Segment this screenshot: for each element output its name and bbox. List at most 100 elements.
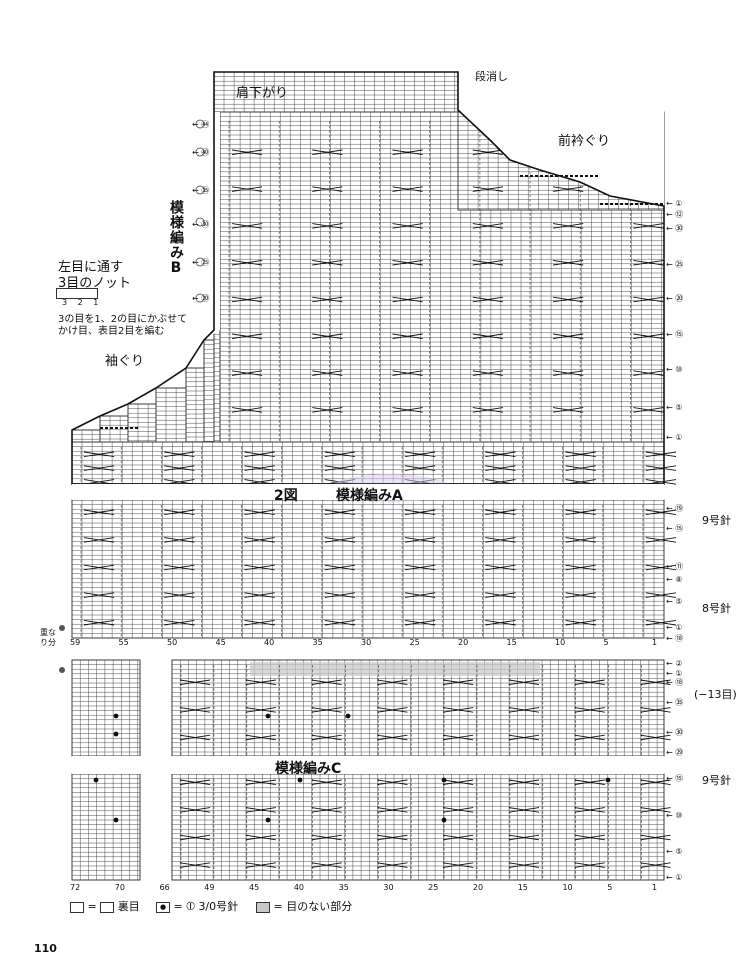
axis-tick-label: 5	[607, 883, 613, 892]
bobble-dot-10	[441, 817, 447, 823]
grid-pattern-c	[71, 659, 665, 881]
legend-bobble-row: ● = ⦶ 3/0号針	[156, 898, 238, 914]
axis-tick-label: 25	[428, 883, 439, 892]
axis-tick-label: 70	[114, 883, 125, 892]
label-needle-9-upper: 9号針	[702, 514, 731, 527]
knot-symbol-numbers: 3 2 1	[62, 298, 103, 307]
bobble-dot-5	[441, 777, 447, 783]
axis-tick-label: 45	[215, 638, 226, 647]
c-bot-left-lines	[71, 773, 140, 881]
purl-marks	[80, 505, 644, 637]
knot-desc-1: 3の目を1、2の目にかぶせて	[58, 314, 188, 325]
bobble-dot-6	[605, 777, 611, 783]
label-needle-8: 8号針	[702, 602, 731, 615]
legend-purl-box	[100, 901, 115, 913]
knot-title-1: 左目に通す	[58, 260, 124, 275]
axis-tick-label: 1	[652, 638, 658, 647]
axis-tick-label: 45	[249, 883, 260, 892]
axis-tick-label: 5	[603, 638, 609, 647]
axis-tick-label: 35	[312, 638, 323, 647]
axis-tick-label: 72	[70, 883, 81, 892]
cable-crossings	[179, 779, 671, 868]
knot-symbol-box	[56, 288, 98, 299]
cable-crossings	[179, 679, 671, 741]
axis-tick-label: 40	[293, 883, 305, 892]
label-minus-13: (−13目)	[694, 688, 737, 701]
axis-tick-label: 15	[517, 883, 528, 892]
c-top-left-lines	[71, 659, 140, 756]
legend-purl: 裏目	[117, 900, 140, 913]
cable-crossings	[83, 451, 677, 485]
label-figure2: 2図	[274, 488, 298, 504]
left-row-marker-4	[195, 257, 205, 267]
axis-tick-label: 55	[118, 638, 129, 647]
axis-tick-label: 1	[652, 883, 658, 892]
label-bind-off: 段消し	[475, 70, 508, 83]
overlap-dot-2	[59, 667, 65, 673]
upper-outline	[71, 71, 665, 485]
axis-tick-label: 10	[562, 883, 573, 892]
label-shoulder-slope: 肩下がり	[236, 86, 289, 101]
axis-tick-label: 25	[409, 638, 420, 647]
legend-needle: 3/0号針	[198, 900, 239, 913]
label-needle-9-lower: 9号針	[702, 774, 731, 787]
label-pattern-c: 模様編みC	[275, 761, 342, 777]
shoulder-cutout-left	[72, 72, 214, 112]
page-number: 110	[34, 942, 57, 955]
axis-tick-label: 66	[159, 883, 170, 892]
bobble-dot-3	[345, 713, 351, 719]
left-row-marker-2	[195, 185, 205, 195]
label-pattern-b: 模様編みB	[168, 200, 184, 277]
armhole-step-5-lines	[203, 339, 220, 442]
bobble-dot-7	[93, 777, 99, 783]
left-row-marker-3	[195, 217, 205, 227]
axis-tick-label: 59	[70, 638, 81, 647]
bobble-dot-8	[113, 817, 119, 823]
knot-desc-2: かけ目、表目2目を編む	[58, 326, 165, 337]
purl-marks	[180, 665, 642, 755]
legend-gray-row: = 目のない部分	[256, 898, 352, 914]
grid-pattern-a	[71, 499, 665, 639]
axis-tick-label: 15	[506, 638, 517, 647]
axis-ticks	[59, 119, 205, 673]
band-figure2	[72, 484, 664, 500]
axis-tick-label: 40	[264, 638, 275, 647]
bobble-icon: ●	[156, 901, 170, 913]
armhole-step-6-lines	[213, 329, 220, 442]
bobble-dot-4	[297, 777, 303, 783]
bobble-loop-icon: ⦶	[186, 899, 195, 913]
cable-crossings	[83, 509, 677, 626]
legend-gray-box	[256, 901, 270, 913]
bobble-dot-2	[265, 713, 271, 719]
axis-tick-label: 10	[555, 638, 566, 647]
label-overlap: 重なり分	[40, 628, 56, 647]
label-front-neck: 前衿ぐり	[558, 134, 611, 149]
legend-no-stitch: = 目のない部分	[273, 900, 353, 913]
armhole-step-6-frame	[213, 329, 221, 443]
purl-marks	[80, 447, 644, 487]
overlap-dot-1	[59, 625, 65, 631]
axis-tick-label: 35	[338, 883, 349, 892]
chart-outline	[71, 71, 665, 485]
armhole-cutout	[72, 112, 220, 430]
neck-cutout	[458, 72, 664, 206]
legend-eq: =	[87, 900, 101, 913]
axis-tick-label: 30	[383, 883, 394, 892]
label-pattern-a: 模様編みA	[336, 488, 403, 504]
legend-blank-box	[70, 901, 84, 913]
legend-row: = 裏目	[70, 898, 140, 914]
axis-tick-label: 20	[458, 638, 469, 647]
c-top-left-frame	[71, 659, 141, 757]
left-row-marker-0	[195, 119, 205, 129]
axis-tick-label: 49	[204, 883, 215, 892]
label-armhole: 袖ぐり	[105, 354, 145, 369]
bobble-dot-9	[265, 817, 271, 823]
bobble-dot-0	[113, 713, 119, 719]
bobble-dot-1	[113, 731, 119, 737]
c-bot-right-lines	[171, 773, 664, 881]
band-pattern-c	[72, 756, 664, 774]
left-row-marker-5	[195, 293, 205, 303]
